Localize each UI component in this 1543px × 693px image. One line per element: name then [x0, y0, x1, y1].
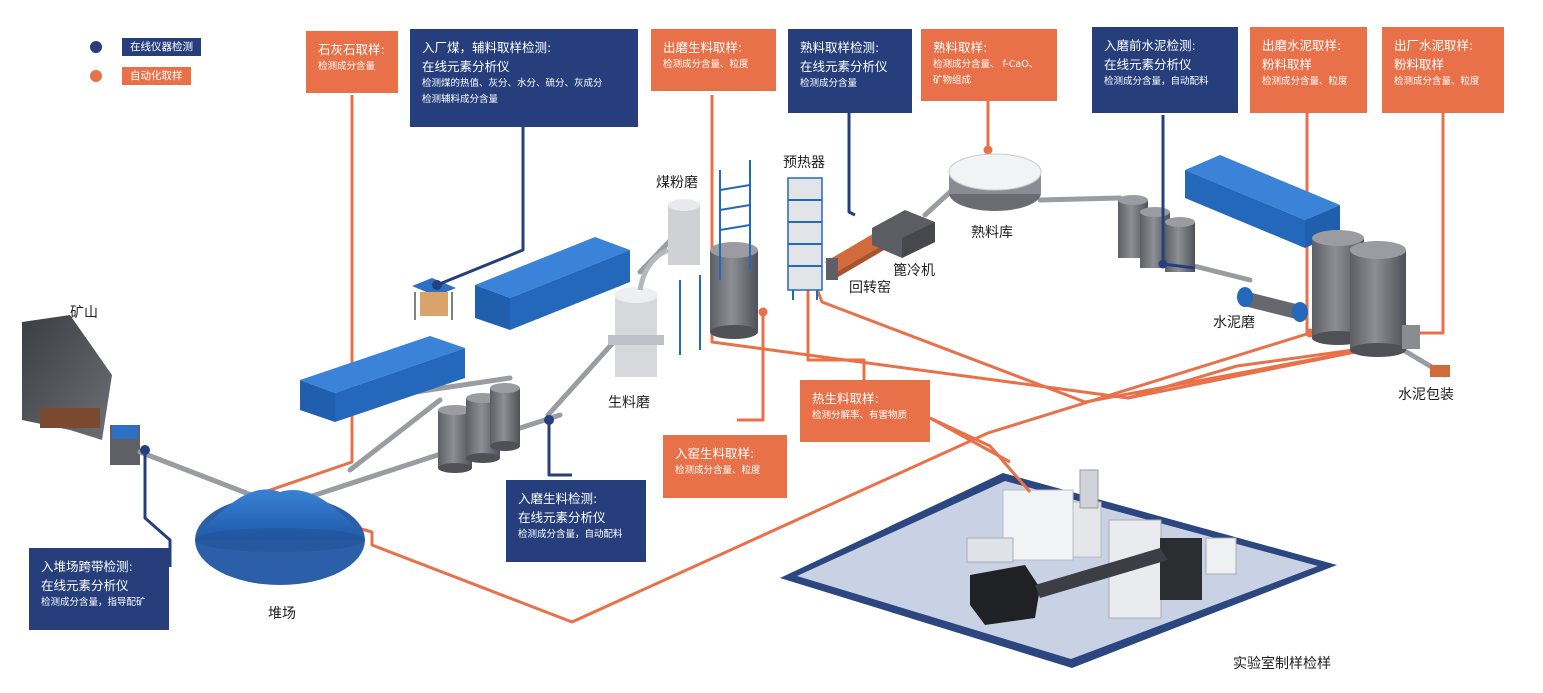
callout-subtitle: 粉料取样 [1394, 57, 1445, 72]
callout-detail: 检测成分含量、粒度 [1262, 76, 1348, 87]
stockpile-dome [195, 489, 365, 585]
callout-subtitle: 在线元素分析仪 [1104, 57, 1192, 72]
clinker-silo [948, 153, 1042, 211]
storage-shed-1 [300, 336, 465, 422]
label-grate-cooler: 篦冷机 [893, 263, 935, 279]
preheater-tower [787, 177, 823, 300]
label-rotary-kiln: 回转窑 [849, 280, 891, 296]
callout-title: 入堆场跨带检测: [41, 559, 133, 574]
callout-coal-in: 入厂煤，辅料取样检测: 在线元素分析仪 检测煤的热值、灰分、水分、硫分、灰成分 … [410, 29, 638, 127]
callout-stockpile-belt: 入堆场跨带检测: 在线元素分析仪 检测成分含量，指导配矿 [29, 548, 169, 630]
cement-packing-machine [1402, 325, 1450, 377]
callout-subtitle: 在线元素分析仪 [422, 59, 510, 74]
callout-title: 热生料取样: [812, 391, 879, 406]
label-raw-mill: 生料磨 [608, 395, 650, 411]
callout-title: 熟料取样: [933, 40, 988, 55]
callout-detail: 检测成分含量，自动配料 [518, 529, 623, 540]
callout-raw-in: 入磨生料检测: 在线元素分析仪 检测成分含量，自动配料 [506, 480, 646, 562]
lab-platform [780, 473, 1337, 668]
callout-title: 石灰石取样: [318, 42, 385, 57]
grate-cooler [872, 210, 935, 258]
label-stockpile: 堆场 [268, 606, 296, 622]
label-clinker-silo: 熟料库 [971, 225, 1013, 241]
callout-cement-out-plant: 出厂水泥取样: 粉料取样 检测成分含量、粒度 [1382, 27, 1504, 113]
sampling-dot-icon [90, 70, 102, 82]
steel-structures [679, 160, 751, 355]
callout-title: 出磨水泥取样: [1262, 38, 1342, 53]
legend-item-sampling: 自动化取样 [90, 65, 201, 87]
callout-cement-pre: 入磨前水泥检测: 在线元素分析仪 检测成分含量，自动配料 [1092, 27, 1238, 113]
callout-subtitle: 在线元素分析仪 [800, 59, 888, 74]
callout-detail: 检测成分含量、粒度 [1394, 76, 1480, 87]
callout-detail: 检测成分含量、粒度 [675, 465, 761, 476]
callout-subtitle: 粉料取样 [1262, 57, 1313, 72]
coal-mill [637, 199, 700, 291]
callout-detail: 检测辅料成分含量 [422, 94, 499, 105]
label-cement-packing: 水泥包装 [1398, 387, 1454, 403]
callout-title: 出磨生料取样: [663, 40, 743, 55]
callout-detail: 检测煤的热值、灰分、水分、硫分、灰成分 [422, 78, 603, 89]
callout-detail: 检测成分含量，自动配料 [1104, 76, 1209, 87]
callout-title: 入窑生料取样: [675, 446, 755, 461]
legend-item-online: 在线仪器检测 [90, 36, 201, 58]
callout-title: 入磨生料检测: [518, 491, 598, 506]
mine-hill [22, 315, 140, 465]
legend-label-sampling: 自动化取样 [122, 67, 191, 85]
callout-detail: 检测成分含量 [318, 61, 376, 72]
callout-detail: 检测分解率、有害物质 [812, 410, 908, 421]
callout-title: 熟料取样检测: [800, 40, 880, 55]
online-detection-nodes [140, 259, 1168, 455]
legend: 在线仪器检测 自动化取样 [90, 36, 201, 94]
lab-equipment [966, 469, 1237, 625]
callout-title: 入磨前水泥检测: [1104, 38, 1196, 53]
callout-clinker-sample: 熟料取样: 检测成分含量、 f-CaO、 矿物组成 [921, 29, 1057, 101]
callout-detail: 矿物组成 [933, 75, 972, 86]
label-lab: 实验室制样检样 [1233, 656, 1331, 672]
online-dot-icon [90, 41, 102, 53]
raw-material-silos [438, 383, 520, 473]
callout-detail: 检测成分含量、 f-CaO、 [933, 59, 1039, 70]
legend-label-online: 在线仪器检测 [122, 38, 201, 56]
callout-limestone: 石灰石取样: 检测成分含量 [306, 31, 398, 93]
callout-clinker-detect: 熟料取样检测: 在线元素分析仪 检测成分含量 [788, 29, 912, 113]
label-cement-mill: 水泥磨 [1213, 315, 1255, 331]
callout-detail: 检测成分含量、粒度 [663, 59, 749, 70]
cement-mill [1237, 287, 1308, 322]
callout-hot-raw: 热生料取样: 检测分解率、有害物质 [800, 380, 930, 442]
callout-cement-out-mill: 出磨水泥取样: 粉料取样 检测成分含量、粒度 [1250, 27, 1367, 113]
cement-silos [1312, 230, 1406, 357]
callout-subtitle: 在线元素分析仪 [518, 510, 606, 525]
callout-title: 入厂煤，辅料取样检测: [422, 40, 552, 55]
callout-raw-out: 出磨生料取样: 检测成分含量、粒度 [651, 29, 776, 91]
raw-mill [608, 287, 664, 377]
callout-kiln-raw: 入窑生料取样: 检测成分含量、粒度 [663, 435, 787, 498]
label-coal-mill: 煤粉磨 [656, 175, 698, 191]
label-mine: 矿山 [70, 305, 98, 321]
storage-shed-2 [475, 237, 630, 330]
callout-detail: 检测成分含量 [800, 78, 858, 89]
cement-feed-silos [1118, 195, 1195, 272]
label-preheater: 预热器 [783, 155, 825, 171]
callout-subtitle: 在线元素分析仪 [41, 578, 129, 593]
callout-detail: 检测成分含量，指导配矿 [41, 597, 146, 608]
callout-title: 出厂水泥取样: [1394, 38, 1474, 53]
